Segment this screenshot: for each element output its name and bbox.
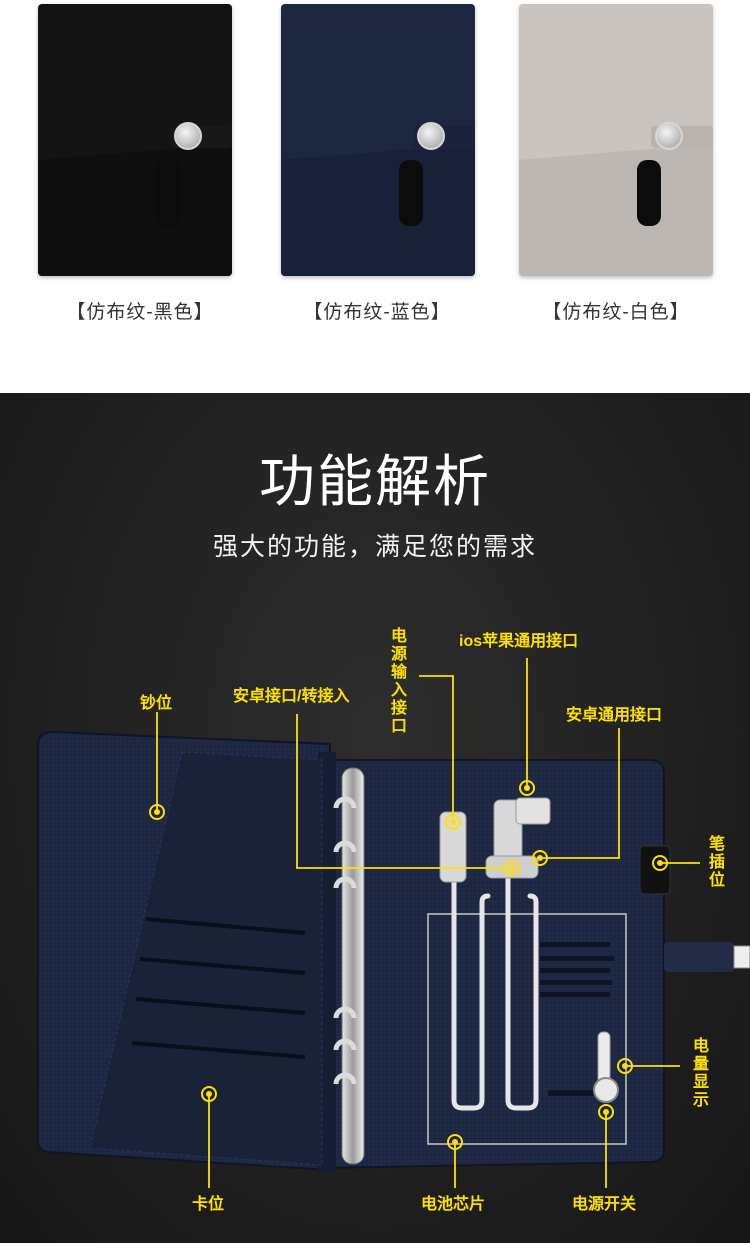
notebook-black-image[interactable] (38, 4, 232, 276)
label-android-port: 安卓通用接口 (566, 707, 663, 724)
power-bank-text (540, 942, 614, 1096)
callout-marker-dots (154, 785, 663, 1145)
clasp-icon (417, 122, 445, 150)
label-power-switch: 电源开关 (572, 1196, 637, 1213)
variant-caption-black: 【仿布纹-黑色】 (66, 302, 214, 323)
spine (318, 752, 336, 1172)
label-pen-slot: 笔插位 (708, 836, 725, 889)
section-subtitle: 强大的功能，满足您的需求 (212, 533, 537, 561)
label-power-input-port: 电源输入接口 (390, 628, 407, 735)
notebook-blue-image[interactable] (281, 4, 475, 276)
label-ios-port: ios苹果通用接口 (459, 633, 579, 650)
label-battery-display: 电量显示 (692, 1038, 709, 1109)
binder-bar (341, 767, 365, 1165)
usb-plug (733, 945, 750, 969)
money-pocket (89, 751, 323, 1166)
variant-row: 【仿布纹-黑色】 【仿布纹-蓝色】 【仿布纹-白色】 (0, 0, 750, 393)
variant-caption-blue: 【仿布纹-蓝色】 (303, 302, 451, 323)
pen-loop (637, 160, 661, 226)
notebook-flap (519, 144, 713, 276)
clasp-icon (655, 122, 683, 150)
notebook-white-image[interactable] (519, 4, 713, 276)
power-bank-panel (427, 913, 627, 1145)
binder-rings (333, 796, 357, 1085)
callout-markers (149, 780, 668, 1150)
pen-slot (639, 845, 671, 895)
section-title: 功能解析 (259, 450, 491, 513)
label-card-slot: 卡位 (192, 1196, 225, 1213)
pen-loop (399, 160, 423, 226)
pen-loop (156, 160, 180, 226)
cables (451, 875, 539, 1111)
label-money-slot: 钞位 (140, 695, 173, 712)
power-switch (597, 1031, 611, 1085)
label-android-port-adapter: 安卓接口/转接入 (233, 688, 350, 705)
switch-knob (593, 1077, 619, 1103)
notebook-flap (281, 144, 475, 276)
variant-caption-white: 【仿布纹-白色】 (542, 302, 690, 323)
notebook-flap (38, 144, 232, 276)
callout-lines (156, 658, 700, 1188)
right-cover (321, 759, 665, 1170)
connectors (439, 797, 551, 883)
label-battery-chip: 电池芯片 (421, 1196, 486, 1213)
notebook-strap (664, 942, 734, 972)
card-slots (131, 917, 306, 1059)
clasp-icon (174, 122, 202, 150)
